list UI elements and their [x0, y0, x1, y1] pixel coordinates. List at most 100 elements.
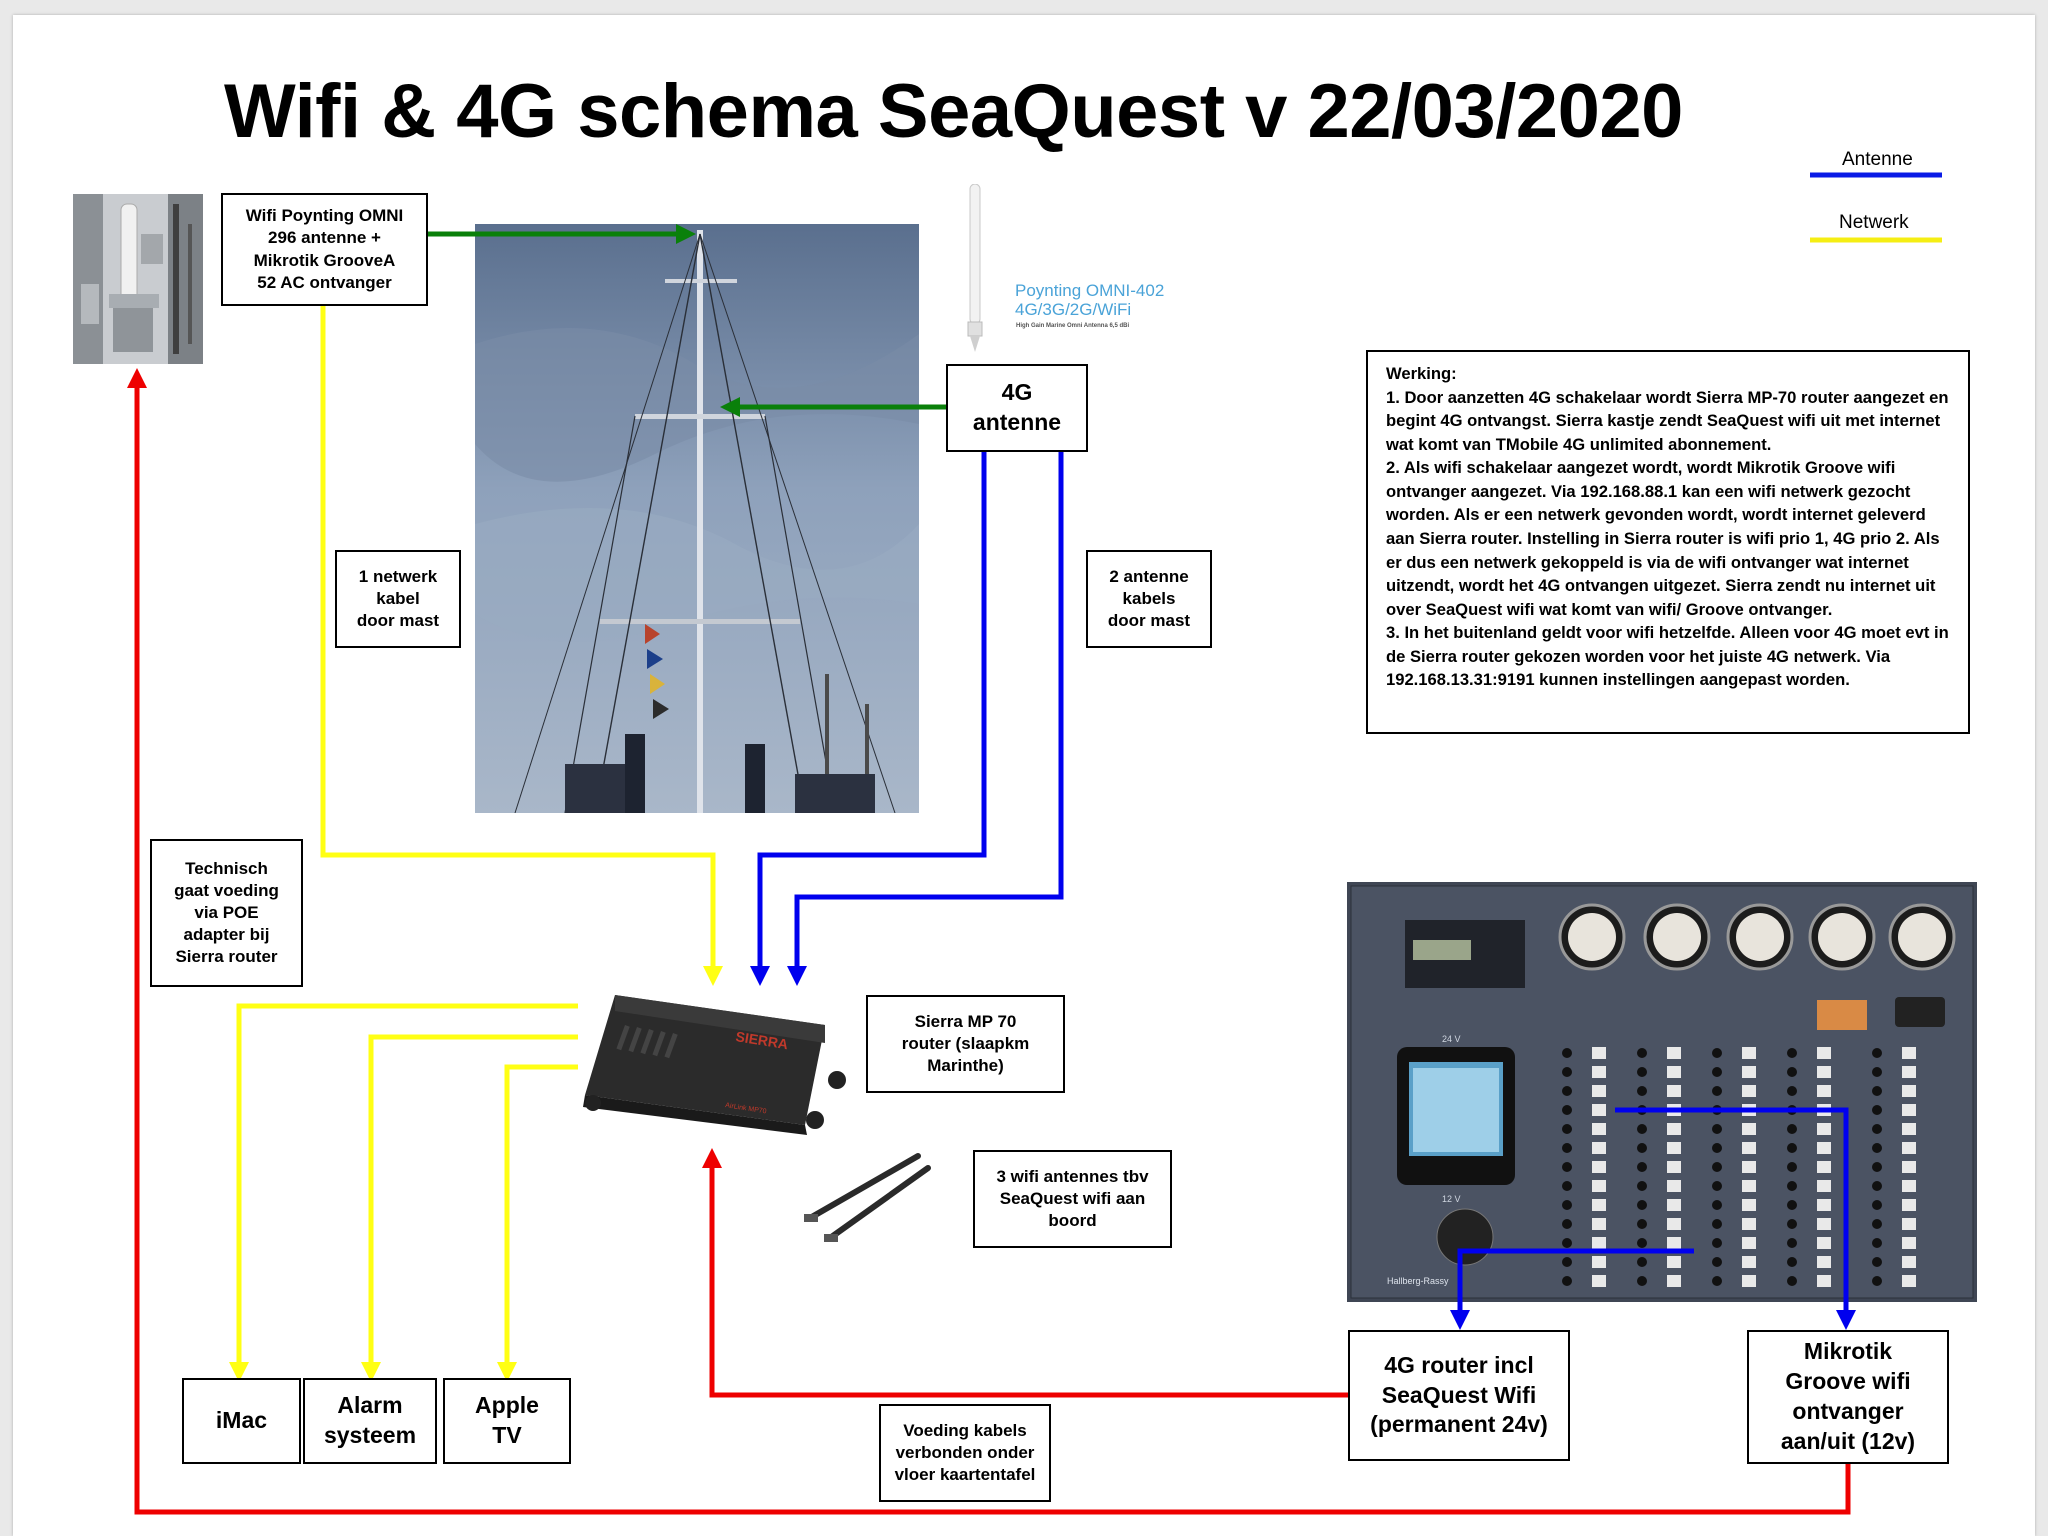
- panel-switch: [1902, 1199, 1916, 1211]
- panel-switch-led: [1637, 1276, 1647, 1286]
- panel-switch-led: [1562, 1238, 1572, 1248]
- panel-switch: [1667, 1066, 1681, 1078]
- panel-switch-led: [1787, 1200, 1797, 1210]
- panel-switch: [1592, 1085, 1606, 1097]
- panel-switch-led: [1712, 1143, 1722, 1153]
- wifi-antennes-box: 3 wifi antennes tbv SeaQuest wifi aan bo…: [973, 1150, 1172, 1248]
- panel-switch: [1817, 1275, 1831, 1287]
- panel-switch-led: [1712, 1276, 1722, 1286]
- panel-switch-led: [1872, 1162, 1882, 1172]
- panel-switch: [1742, 1066, 1756, 1078]
- panel-switch-led: [1787, 1124, 1797, 1134]
- panel-switch-led: [1562, 1276, 1572, 1286]
- network-cable-imac: [229, 1003, 578, 1382]
- panel-switch-led: [1787, 1219, 1797, 1229]
- panel-line-4g-router: [1450, 1248, 1694, 1330]
- panel-gauge-face: [1818, 913, 1866, 961]
- panel-switch: [1742, 1256, 1756, 1268]
- technisch-box: Technisch gaat voeding via POE adapter b…: [150, 839, 303, 987]
- panel-switch: [1742, 1123, 1756, 1135]
- panel-switch: [1592, 1275, 1606, 1287]
- panel-switch: [1902, 1123, 1916, 1135]
- panel-switch: [1742, 1085, 1756, 1097]
- network-cable-appletv: [497, 1064, 578, 1382]
- panel-switch: [1902, 1047, 1916, 1059]
- switch-panel-photo: 24 V 12 V Hallberg-Rassy: [1347, 882, 1977, 1302]
- panel-switch-led: [1562, 1200, 1572, 1210]
- panel-switch-led: [1637, 1181, 1647, 1191]
- panel-switch: [1817, 1256, 1831, 1268]
- panel-switch-led: [1872, 1219, 1882, 1229]
- panel-switch-led: [1872, 1257, 1882, 1267]
- panel-switch: [1667, 1161, 1681, 1173]
- panel-gauge-face: [1898, 913, 1946, 961]
- network-cable-mast: [320, 306, 723, 986]
- legend-netwerk-label: Netwerk: [1839, 212, 1909, 233]
- panel-switch: [1667, 1275, 1681, 1287]
- panel-switch: [1667, 1237, 1681, 1249]
- panel-switch-led: [1712, 1181, 1722, 1191]
- panel-12v-label: 12 V: [1442, 1194, 1461, 1204]
- poynting-product-tagline: High Gain Marine Omni Antenna 6,5 dBi: [1016, 323, 1130, 329]
- panel-switch-led: [1872, 1105, 1882, 1115]
- panel-switch-led: [1787, 1048, 1797, 1058]
- panel-switch-led: [1637, 1124, 1647, 1134]
- panel-switch: [1592, 1104, 1606, 1116]
- imac-box: iMac: [182, 1378, 301, 1464]
- poynting-antenna-image: [962, 184, 988, 352]
- panel-switch-led: [1562, 1143, 1572, 1153]
- router-4g-box: 4G router incl SeaQuest Wifi (permanent …: [1348, 1330, 1570, 1461]
- panel-switch-led: [1637, 1067, 1647, 1077]
- antenne-kabels-box: 2 antenne kabels door mast: [1086, 550, 1212, 648]
- werking-heading: Werking:: [1386, 364, 1457, 383]
- panel-switch: [1592, 1199, 1606, 1211]
- panel-switch: [1592, 1047, 1606, 1059]
- panel-switch: [1592, 1123, 1606, 1135]
- panel-gauge-face: [1568, 913, 1616, 961]
- panel-switch: [1902, 1066, 1916, 1078]
- panel-switch: [1817, 1161, 1831, 1173]
- panel-switch-led: [1872, 1086, 1882, 1096]
- panel-switch-led: [1562, 1105, 1572, 1115]
- panel-switch-led: [1712, 1067, 1722, 1077]
- panel-switch: [1742, 1237, 1756, 1249]
- mast-photo: [475, 224, 919, 813]
- panel-switch: [1902, 1161, 1916, 1173]
- panel-switch: [1667, 1218, 1681, 1230]
- panel-24v-label: 24 V: [1442, 1034, 1461, 1044]
- panel-switch: [1592, 1066, 1606, 1078]
- power-cable-sierra: [702, 1148, 1348, 1398]
- panel-switch-led: [1787, 1143, 1797, 1153]
- panel-switch: [1902, 1256, 1916, 1268]
- panel-switch-led: [1562, 1048, 1572, 1058]
- panel-switch-led: [1637, 1238, 1647, 1248]
- panel-switch-led: [1872, 1124, 1882, 1134]
- panel-switch: [1742, 1218, 1756, 1230]
- panel-switch: [1902, 1085, 1916, 1097]
- sierra-router-box: Sierra MP 70 router (slaapkm Marinthe): [866, 995, 1065, 1093]
- panel-switch: [1817, 1123, 1831, 1135]
- panel-switch-led: [1637, 1048, 1647, 1058]
- panel-switch-led: [1562, 1124, 1572, 1134]
- panel-switch-led: [1872, 1067, 1882, 1077]
- panel-switch-led: [1637, 1257, 1647, 1267]
- panel-switch: [1592, 1161, 1606, 1173]
- panel-switch: [1742, 1161, 1756, 1173]
- panel-switch-led: [1872, 1181, 1882, 1191]
- panel-switch-led: [1637, 1086, 1647, 1096]
- panel-switch: [1667, 1047, 1681, 1059]
- mast-antenna-photo: [73, 194, 203, 364]
- apple-tv-box: Apple TV: [443, 1378, 571, 1464]
- poynting-product-bands: 4G/3G/2G/WiFi: [1015, 299, 1132, 319]
- panel-switch-led: [1712, 1086, 1722, 1096]
- panel-switch: [1592, 1142, 1606, 1154]
- panel-switch-led: [1712, 1200, 1722, 1210]
- panel-switch-led: [1562, 1086, 1572, 1096]
- panel-switch-led: [1787, 1181, 1797, 1191]
- panel-switch: [1902, 1142, 1916, 1154]
- panel-switch-led: [1562, 1219, 1572, 1229]
- panel-switch: [1592, 1237, 1606, 1249]
- panel-switch: [1817, 1199, 1831, 1211]
- panel-switch: [1902, 1180, 1916, 1192]
